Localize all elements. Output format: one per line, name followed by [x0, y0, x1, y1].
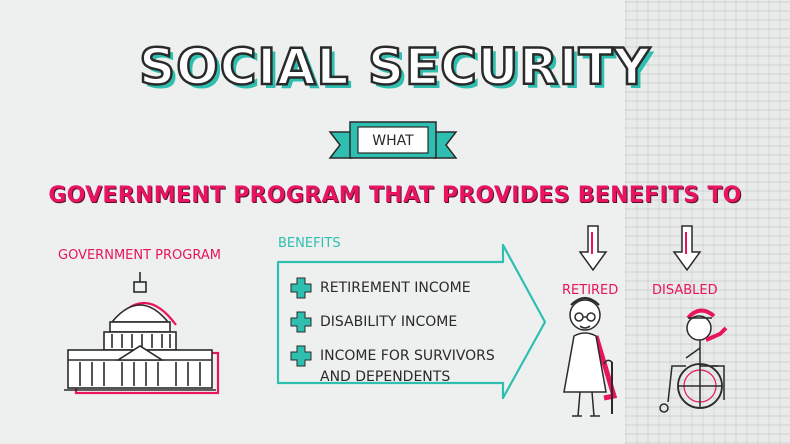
benefit-text: INCOME FOR SURVIVORS AND DEPENDENTS [320, 348, 495, 385]
retired-label: RETIRED [562, 283, 619, 298]
government-program-label: GOVERNMENT PROGRAM [58, 248, 221, 263]
elderly-woman-icon [563, 296, 618, 417]
what-ribbon [328, 121, 458, 159]
plus-icon [290, 277, 312, 299]
plus-icon [290, 345, 312, 367]
down-arrow-icon [672, 225, 702, 272]
headline: GOVERNMENT PROGRAM THAT PROVIDES BENEFIT… [48, 183, 742, 208]
benefit-text: RETIREMENT INCOME [320, 280, 471, 296]
benefits-arrow [276, 243, 547, 400]
disabled-label: DISABLED [652, 283, 718, 298]
capitol-building-icon [64, 272, 220, 395]
down-arrow-icon [578, 225, 608, 272]
benefit-item: RETIREMENT INCOME [290, 278, 471, 300]
plus-icon [290, 311, 312, 333]
benefit-item: INCOME FOR SURVIVORS AND DEPENDENTS [290, 346, 495, 388]
benefit-text: DISABILITY INCOME [320, 314, 458, 330]
page-title: SOCIAL SECURITY [138, 37, 651, 98]
paper-towel-texture [625, 0, 790, 444]
banner-label: WHAT [372, 133, 414, 149]
benefit-item: DISABILITY INCOME [290, 312, 457, 334]
benefits-label: BENEFITS [278, 236, 341, 251]
wheelchair-person-icon [659, 308, 728, 413]
